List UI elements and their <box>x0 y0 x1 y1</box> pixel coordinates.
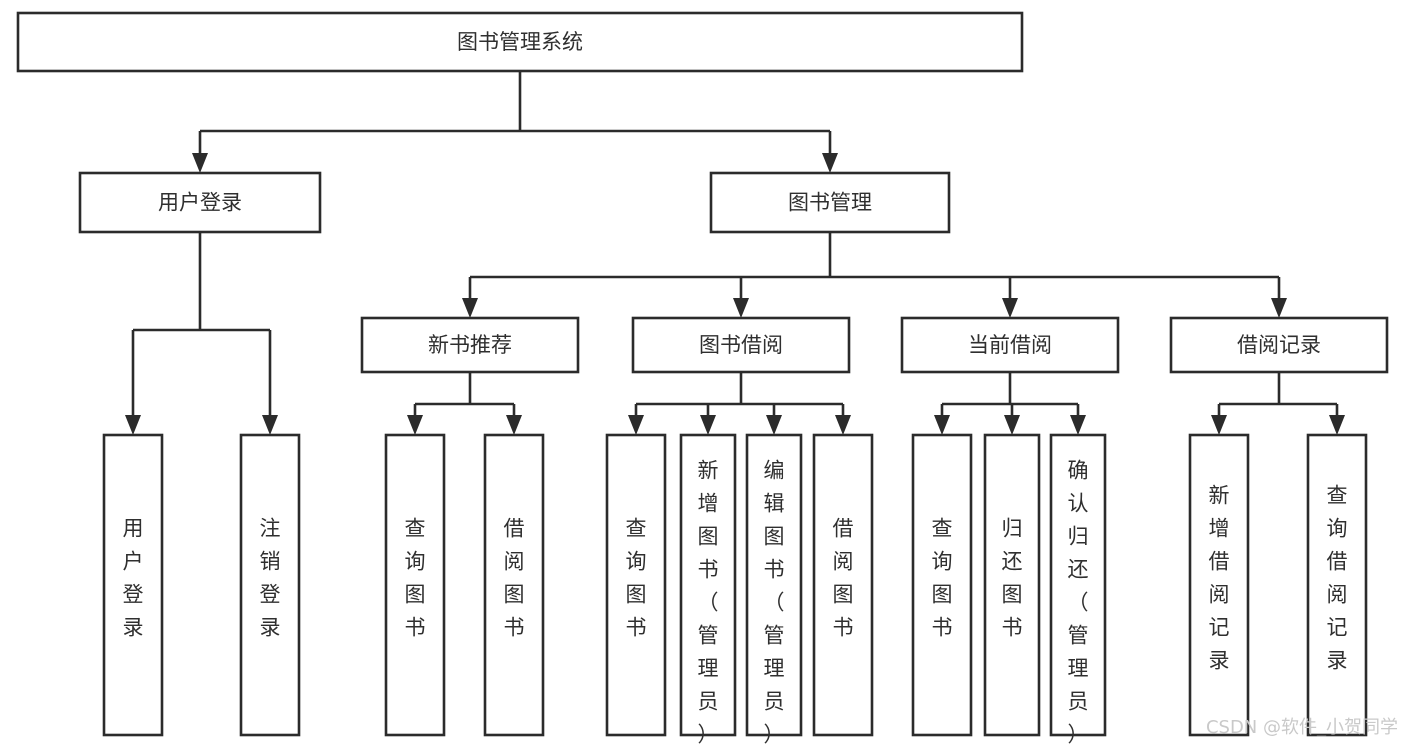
node-new-book-recommend-box[interactable] <box>360 316 580 374</box>
node-leaf-edit-book-label: 编辑图书（管理员） <box>764 459 785 747</box>
node-root-book-management-system-box[interactable] <box>16 11 1024 73</box>
node-leaf-edit-book[interactable]: 编辑图书（管理员） <box>745 433 803 747</box>
node-leaf-logout-box[interactable] <box>239 433 301 737</box>
node-current-borrow-box[interactable] <box>900 316 1120 374</box>
book-management-arrow-0 <box>462 298 478 318</box>
node-leaf-logout[interactable]: 注销登录 <box>239 433 301 737</box>
user-login-arrow-1 <box>262 415 278 435</box>
current-borrow-arrow-1 <box>1004 415 1020 435</box>
node-leaf-return-book[interactable]: 归还图书 <box>983 433 1041 737</box>
node-leaf-borrow-book-2[interactable]: 借阅图书 <box>812 433 874 737</box>
node-leaf-confirm-return[interactable]: 确认归还（管理员） <box>1049 433 1107 747</box>
node-leaf-logout-label: 注销登录 <box>260 517 281 640</box>
node-user-login[interactable]: 用户登录 <box>78 171 322 234</box>
node-book-borrow-box[interactable] <box>631 316 851 374</box>
node-root-book-management-system[interactable]: 图书管理系统 <box>16 11 1024 73</box>
user-login-arrow-0 <box>125 415 141 435</box>
root-arrow-1 <box>822 153 838 173</box>
watermark-label: CSDN @软件_小贺同学 <box>1206 717 1398 738</box>
book-borrow-arrow-2 <box>766 415 782 435</box>
borrow-record-arrow-1 <box>1329 415 1345 435</box>
book-borrow-arrow-1 <box>700 415 716 435</box>
node-leaf-query-book-2-label: 查询图书 <box>626 517 647 640</box>
root-arrow-0 <box>192 153 208 173</box>
node-book-management-box[interactable] <box>709 171 951 234</box>
node-leaf-query-book-1-label: 查询图书 <box>405 517 426 640</box>
node-leaf-query-book-2[interactable]: 查询图书 <box>605 433 667 737</box>
book-management-arrow-1 <box>733 298 749 318</box>
node-user-login-box[interactable] <box>78 171 322 234</box>
node-leaf-query-book-1[interactable]: 查询图书 <box>384 433 446 737</box>
new-book-recommend-arrow-1 <box>506 415 522 435</box>
node-root-book-management-system-label: 图书管理系统 <box>457 30 583 54</box>
node-user-login-label: 用户登录 <box>158 191 242 215</box>
node-layer: 图书管理系统用户登录图书管理新书推荐图书借阅当前借阅借阅记录用户登录注销登录查询… <box>16 11 1389 747</box>
node-leaf-add-book-label: 新增图书（管理员） <box>698 459 719 747</box>
node-leaf-add-book-box[interactable] <box>679 433 737 737</box>
node-leaf-add-record[interactable]: 新增借阅记录 <box>1188 433 1250 737</box>
node-borrow-record-box[interactable] <box>1169 316 1389 374</box>
node-current-borrow[interactable]: 当前借阅 <box>900 316 1120 374</box>
node-leaf-borrow-book-1[interactable]: 借阅图书 <box>483 433 545 737</box>
node-leaf-query-record-label: 查询借阅记录 <box>1327 484 1348 673</box>
node-leaf-borrow-book-1-box[interactable] <box>483 433 545 737</box>
connector-layer <box>125 71 1345 435</box>
node-leaf-user-login[interactable]: 用户登录 <box>102 433 164 737</box>
node-book-borrow-label: 图书借阅 <box>699 333 783 357</box>
node-leaf-query-record-box[interactable] <box>1306 433 1368 737</box>
node-leaf-query-book-1-box[interactable] <box>384 433 446 737</box>
node-leaf-return-book-box[interactable] <box>983 433 1041 737</box>
node-leaf-add-book[interactable]: 新增图书（管理员） <box>679 433 737 747</box>
node-current-borrow-label: 当前借阅 <box>968 333 1052 357</box>
node-leaf-confirm-return-box[interactable] <box>1049 433 1107 737</box>
node-leaf-borrow-book-2-box[interactable] <box>812 433 874 737</box>
node-leaf-user-login-label: 用户登录 <box>123 517 144 640</box>
node-borrow-record-label: 借阅记录 <box>1237 333 1321 357</box>
node-leaf-add-record-label: 新增借阅记录 <box>1209 484 1230 673</box>
node-leaf-query-book-3-label: 查询图书 <box>932 517 953 640</box>
new-book-recommend-arrow-0 <box>407 415 423 435</box>
node-leaf-query-book-3-box[interactable] <box>911 433 973 737</box>
node-leaf-query-book-2-box[interactable] <box>605 433 667 737</box>
node-leaf-query-record[interactable]: 查询借阅记录 <box>1306 433 1368 737</box>
node-leaf-confirm-return-label: 确认归还（管理员） <box>1068 459 1089 747</box>
current-borrow-arrow-2 <box>1070 415 1086 435</box>
book-management-arrow-2 <box>1002 298 1018 318</box>
book-borrow-arrow-3 <box>835 415 851 435</box>
node-leaf-return-book-label: 归还图书 <box>1002 517 1023 640</box>
node-leaf-add-record-box[interactable] <box>1188 433 1250 737</box>
book-borrow-arrow-0 <box>628 415 644 435</box>
node-leaf-user-login-box[interactable] <box>102 433 164 737</box>
current-borrow-arrow-0 <box>934 415 950 435</box>
node-leaf-query-book-3[interactable]: 查询图书 <box>911 433 973 737</box>
borrow-record-arrow-0 <box>1211 415 1227 435</box>
node-leaf-borrow-book-1-label: 借阅图书 <box>504 517 525 640</box>
book-management-arrow-3 <box>1271 298 1287 318</box>
node-leaf-borrow-book-2-label: 借阅图书 <box>833 517 854 640</box>
node-book-management-label: 图书管理 <box>788 191 872 215</box>
node-book-management[interactable]: 图书管理 <box>709 171 951 234</box>
node-borrow-record[interactable]: 借阅记录 <box>1169 316 1389 374</box>
node-leaf-edit-book-box[interactable] <box>745 433 803 737</box>
node-new-book-recommend-label: 新书推荐 <box>428 333 512 357</box>
node-book-borrow[interactable]: 图书借阅 <box>631 316 851 374</box>
node-new-book-recommend[interactable]: 新书推荐 <box>360 316 580 374</box>
